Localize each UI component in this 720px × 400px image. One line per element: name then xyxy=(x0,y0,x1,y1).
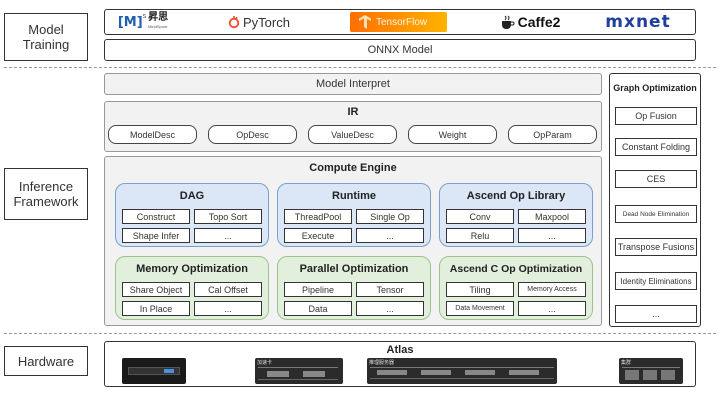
caffe2-logo: Caffe2 xyxy=(493,11,568,33)
ascendc-optimization-block: Ascend C Op Optimization Tiling Memory A… xyxy=(439,256,593,320)
pytorch-logo: PyTorch xyxy=(223,11,295,33)
runtime-block: Runtime ThreadPool Single Op Execute ... xyxy=(277,183,431,247)
memory-cell-share-object: Share Object xyxy=(122,282,190,297)
ascend-lib-cell-relu: Relu xyxy=(446,228,514,243)
ir-panel: IR ModelDesc OpDesc ValueDesc Weight OpP… xyxy=(104,101,602,152)
tensorflow-label: TensorFlow xyxy=(376,16,428,28)
atlas-title: Atlas xyxy=(386,344,414,356)
ascend-lib-cell-more: ... xyxy=(518,228,586,243)
dag-cell-more: ... xyxy=(194,228,262,243)
memory-optimization-title: Memory Optimization xyxy=(136,263,248,275)
graph-opt-ces: CES xyxy=(615,170,697,188)
cluster-image: 集群 xyxy=(619,358,683,384)
inference-server-image: 推理服务器 xyxy=(367,358,557,384)
server-image xyxy=(122,358,186,384)
runtime-title: Runtime xyxy=(332,190,376,202)
ir-item-opparam: OpParam xyxy=(508,125,597,144)
model-interpret-bar: Model Interpret xyxy=(104,73,602,95)
dag-cell-shape-infer: Shape Infer xyxy=(122,228,190,243)
mxnet-label: mxnet xyxy=(605,12,671,32)
tensorflow-logo: TensorFlow xyxy=(350,12,447,32)
graph-optimization-panel: Graph Optimization Op Fusion Constant Fo… xyxy=(609,73,701,327)
graph-opt-constant-folding: Constant Folding xyxy=(615,138,697,156)
mindspore-sup: s xyxy=(142,13,147,20)
memory-optimization-block: Memory Optimization Share Object Cal Off… xyxy=(115,256,269,320)
ascend-op-library-title: Ascend Op Library xyxy=(466,190,566,202)
coffee-cup-icon xyxy=(501,15,515,29)
graph-opt-transpose-fusions: Transpose Fusions xyxy=(615,238,697,256)
compute-engine-title: Compute Engine xyxy=(309,162,397,174)
graph-opt-dead-node-elimination: Dead Node Elimination xyxy=(615,205,697,223)
layer-label-hardware: Hardware xyxy=(4,346,88,376)
mindspore-mark: [M] xyxy=(117,14,143,30)
accelerator-card-image: 加速卡 xyxy=(255,358,343,384)
graph-opt-op-fusion: Op Fusion xyxy=(615,107,697,125)
pytorch-flame-icon xyxy=(228,16,240,29)
runtime-cell-single-op: Single Op xyxy=(356,209,424,224)
mindspore-logo: [M] s 昇思 MindSpore xyxy=(113,11,173,33)
ir-item-weight: Weight xyxy=(408,125,497,144)
tensorflow-mark-icon xyxy=(359,15,371,29)
pytorch-label: PyTorch xyxy=(243,14,290,30)
inference-server-title: 推理服务器 xyxy=(369,360,395,366)
dag-title: DAG xyxy=(179,190,205,202)
ascendc-cell-tiling: Tiling xyxy=(446,282,514,297)
ir-item-opdesc: OpDesc xyxy=(208,125,297,144)
parallel-cell-pipeline: Pipeline xyxy=(284,282,352,297)
ascendc-cell-memory-access: Memory Access xyxy=(518,282,586,297)
runtime-cell-threadpool: ThreadPool xyxy=(284,209,352,224)
runtime-cell-execute: Execute xyxy=(284,228,352,243)
ascendc-cell-data-movement: Data Movement xyxy=(446,301,514,316)
runtime-cell-more: ... xyxy=(356,228,424,243)
parallel-cell-data: Data xyxy=(284,301,352,316)
ascend-op-library-block: Ascend Op Library Conv Maxpool Relu ... xyxy=(439,183,593,247)
ascend-lib-cell-conv: Conv xyxy=(446,209,514,224)
parallel-cell-tensor: Tensor xyxy=(356,282,424,297)
memory-cell-in-place: In Place xyxy=(122,301,190,316)
divider-hardware xyxy=(4,333,716,334)
memory-cell-more: ... xyxy=(194,301,262,316)
parallel-optimization-title: Parallel Optimization xyxy=(299,263,409,275)
graph-optimization-title: Graph Optimization xyxy=(613,83,697,93)
ir-title: IR xyxy=(347,106,359,118)
dag-cell-construct: Construct xyxy=(122,209,190,224)
caffe2-label: Caffe2 xyxy=(517,14,561,30)
layer-label-training: Model Training xyxy=(4,13,88,61)
ascendc-cell-more: ... xyxy=(518,301,586,316)
ascendc-optimization-title: Ascend C Op Optimization xyxy=(449,263,583,275)
ascend-lib-cell-maxpool: Maxpool xyxy=(518,209,586,224)
divider-training xyxy=(4,67,716,68)
onnx-model-bar: ONNX Model xyxy=(104,39,696,61)
compute-engine-panel: Compute Engine DAG Construct Topo Sort S… xyxy=(104,156,602,326)
atlas-panel: Atlas 加速卡 推理服务器 集群 xyxy=(104,341,696,387)
ir-item-valuedesc: ValueDesc xyxy=(308,125,397,144)
graph-opt-identity-eliminations: Identity Eliminations xyxy=(615,272,697,290)
mxnet-logo: mxnet xyxy=(597,10,679,34)
parallel-cell-more: ... xyxy=(356,301,424,316)
layer-label-inference: Inference Framework xyxy=(4,168,88,220)
ir-item-modeldesc: ModelDesc xyxy=(108,125,197,144)
mindspore-cn: 昇思 xyxy=(148,12,169,23)
accelerator-card-title: 加速卡 xyxy=(257,360,273,366)
dag-block: DAG Construct Topo Sort Shape Infer ... xyxy=(115,183,269,247)
memory-cell-cal-offset: Cal Offset xyxy=(194,282,262,297)
mindspore-en: MindSpore xyxy=(148,24,168,29)
framework-logos-bar: [M] s 昇思 MindSpore PyTorch TensorFlow Ca… xyxy=(104,9,696,35)
parallel-optimization-block: Parallel Optimization Pipeline Tensor Da… xyxy=(277,256,431,320)
cluster-title: 集群 xyxy=(621,360,632,366)
graph-opt-more: ... xyxy=(615,305,697,323)
dag-cell-topo-sort: Topo Sort xyxy=(194,209,262,224)
